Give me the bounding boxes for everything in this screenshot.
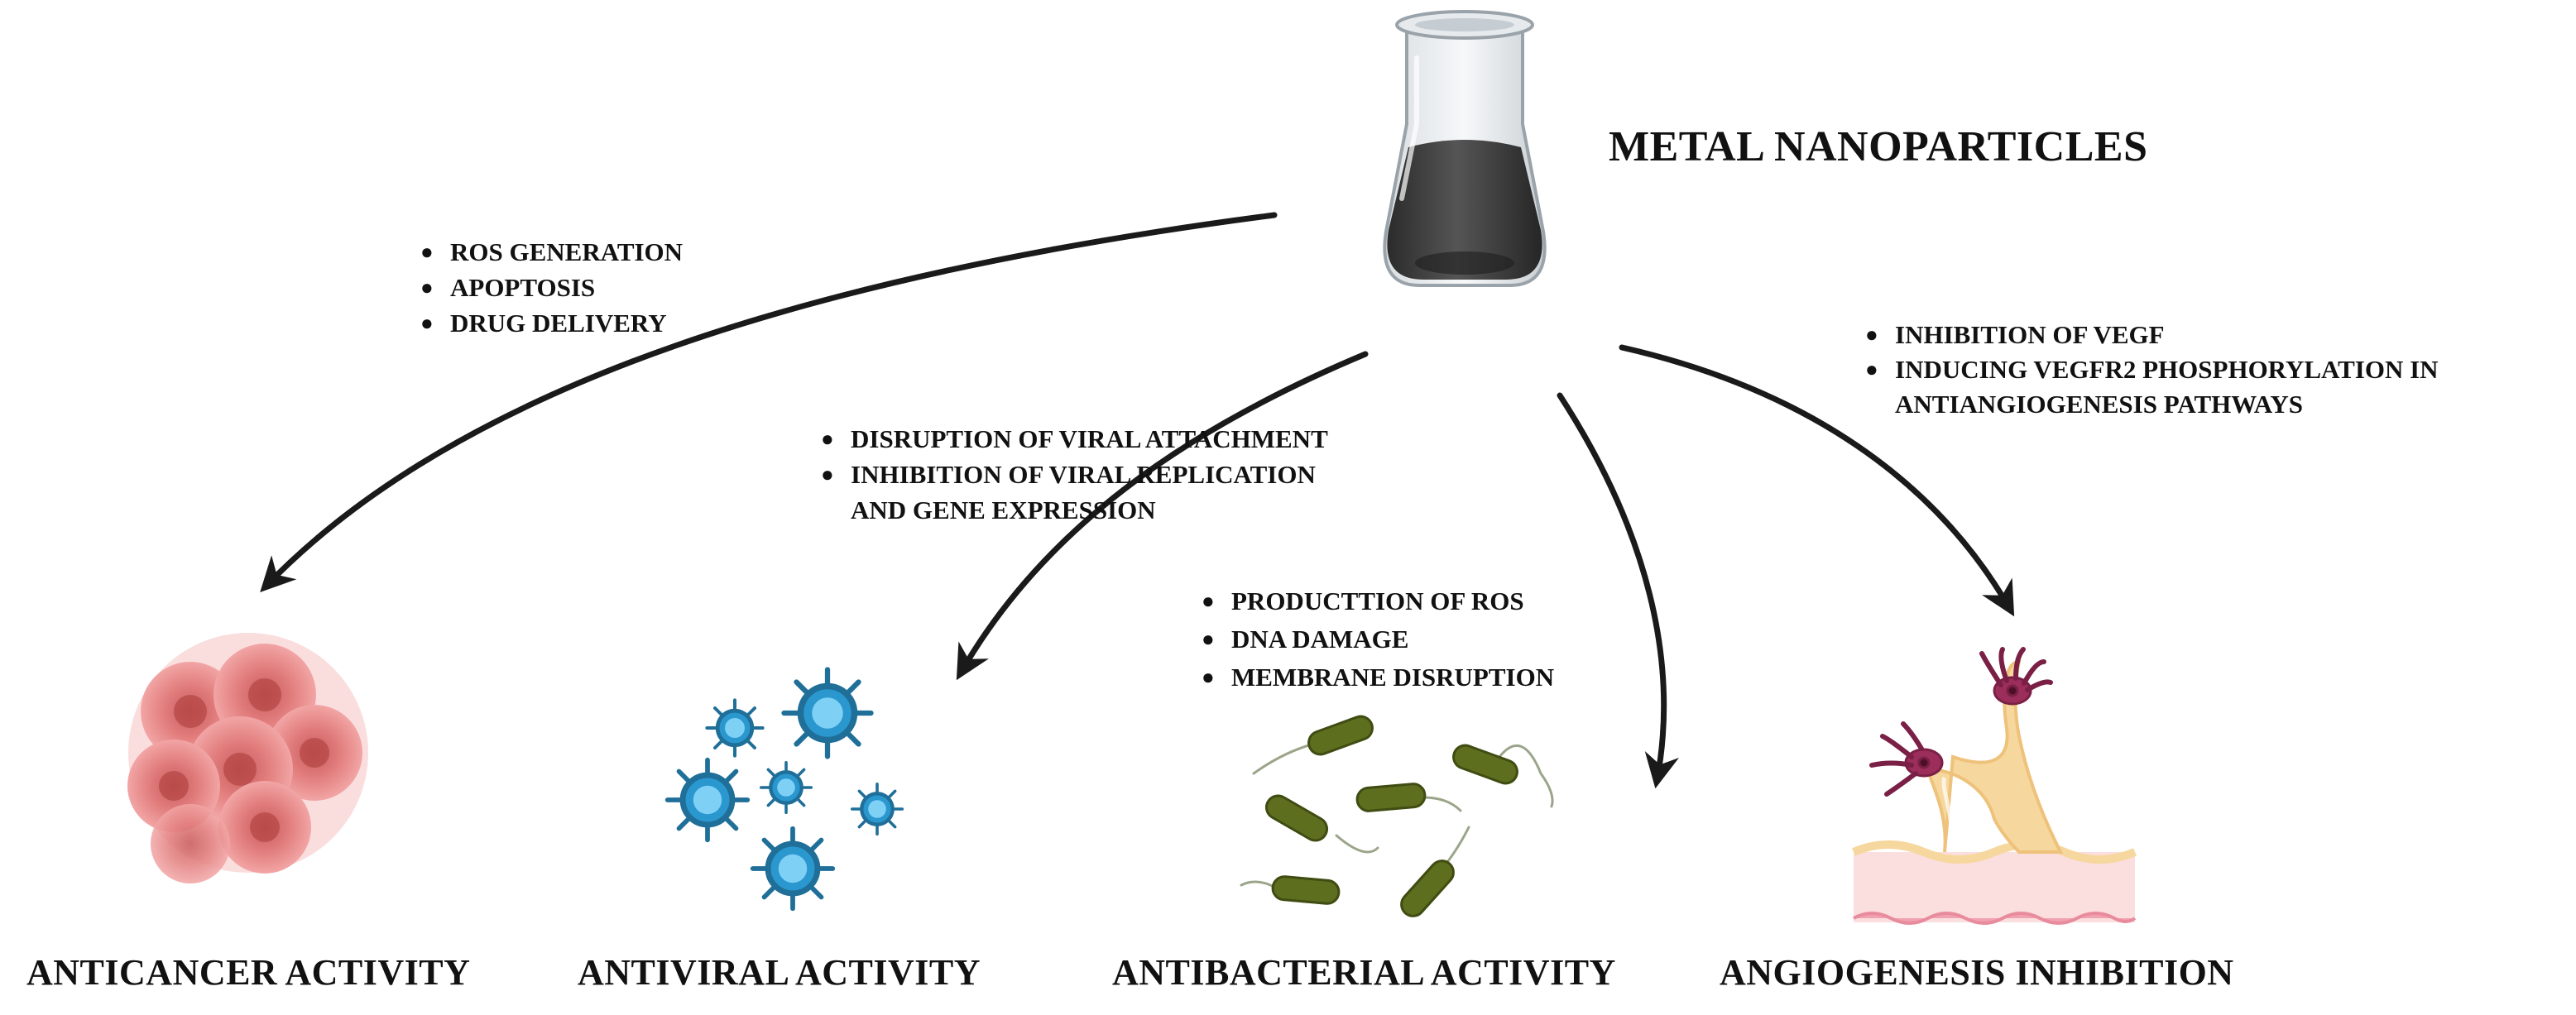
virus-particle — [759, 760, 813, 815]
tip-cell — [1979, 647, 2053, 706]
mechanism-item: DRUG DELIVERY — [420, 305, 683, 341]
cancer-cell-cluster-icon — [127, 633, 368, 883]
main-title: METAL NANOPARTICLES — [1609, 123, 2148, 170]
label-antibacterial-activity: ANTIBACTERIAL ACTIVITY — [1112, 952, 1616, 993]
label-angiogenesis-inhibition: ANGIOGENESIS INHIBITION — [1720, 952, 2234, 993]
mechanism-item: MEMBRANE DISRUPTION — [1202, 658, 1554, 697]
mechanisms-antiviral: DISRUPTION OF VIRAL ATTACHMENT INHIBITIO… — [821, 421, 1328, 528]
virus-particle — [750, 826, 836, 912]
tip-cell — [1869, 721, 1944, 797]
virus-particle — [850, 782, 904, 836]
mechanism-item: DNA DAMAGE — [1202, 620, 1554, 658]
flask-icon — [1383, 10, 1547, 287]
mechanism-item: ROS GENERATION — [420, 234, 683, 270]
mechanism-item: INHIBITION OF VEGF — [1865, 318, 2439, 352]
virus-particles-icon — [664, 667, 904, 912]
mechanism-item: INDUCING VEGFR2 PHOSPHORYLATION IN ANTIA… — [1865, 352, 2439, 422]
arrow-to-anticancer — [260, 212, 1278, 593]
mechanism-item: INHIBITION OF VIRAL REPLICATION AND GENE… — [821, 457, 1328, 528]
label-anticancer-activity: ANTICANCER ACTIVITY — [26, 952, 471, 993]
virus-particle — [705, 698, 765, 758]
bacteria-icon — [1240, 715, 1554, 917]
arrow-to-antibacterial — [1557, 392, 1679, 789]
virus-particle — [664, 757, 751, 843]
label-antiviral-activity: ANTIVIRAL ACTIVITY — [578, 952, 981, 993]
mechanisms-anticancer: ROS GENERATION APOPTOSIS DRUG DELIVERY — [420, 234, 683, 341]
mechanisms-antibacterial: PRODUCTTION OF ROS DNA DAMAGE MEMBRANE D… — [1202, 582, 1554, 697]
mechanism-item: APOPTOSIS — [420, 270, 683, 305]
mechanisms-angiogenesis: INHIBITION OF VEGF INDUCING VEGFR2 PHOSP… — [1865, 318, 2439, 422]
arrow-to-angiogenesis — [1619, 344, 2015, 617]
blood-vessel-sprouting-icon — [1852, 647, 2137, 925]
mechanism-item: PRODUCTTION OF ROS — [1202, 582, 1554, 620]
mechanism-item: DISRUPTION OF VIRAL ATTACHMENT — [821, 421, 1328, 457]
virus-particle — [781, 667, 874, 759]
